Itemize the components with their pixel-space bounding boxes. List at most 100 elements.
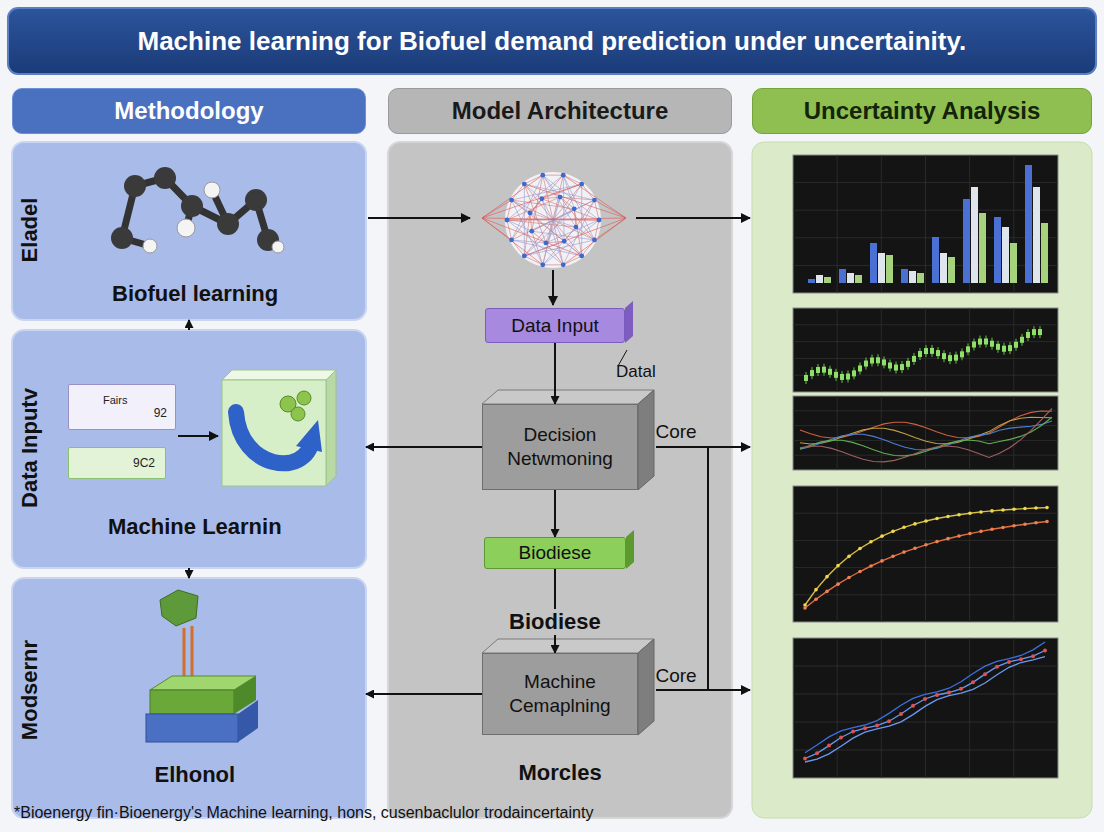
grid-line xyxy=(837,155,838,293)
grid-line xyxy=(925,486,926,622)
chart-dot xyxy=(947,690,951,694)
candle-body xyxy=(984,338,988,344)
network-node xyxy=(561,262,566,267)
column-header: Uncertainty Analysis xyxy=(752,88,1092,134)
chart-dot xyxy=(880,559,884,563)
grid-line xyxy=(881,396,882,470)
flow-arrow xyxy=(188,568,190,578)
box-label: Uncertainty Analysis xyxy=(804,97,1041,125)
chart-bar xyxy=(917,273,924,283)
grid-line xyxy=(837,308,838,392)
chart-dot xyxy=(1001,508,1005,512)
chart-dot xyxy=(935,540,939,544)
method-panel: Data InputvMachine LearninFairs929C2 xyxy=(12,330,366,568)
network-node xyxy=(579,182,584,187)
chart-dot xyxy=(803,757,807,761)
candle-body xyxy=(996,344,1000,350)
chart-bar xyxy=(1025,165,1032,283)
chart-dot xyxy=(1045,520,1049,524)
chart-bar xyxy=(1033,187,1040,283)
network-link xyxy=(532,231,543,265)
network-node xyxy=(592,198,597,203)
network-link xyxy=(563,218,626,265)
chart-dot xyxy=(1001,526,1005,530)
network-node xyxy=(509,238,514,243)
grid-line xyxy=(793,722,1058,723)
grid-line xyxy=(793,210,1058,211)
process-box: Biodiese xyxy=(484,537,626,569)
candle-body xyxy=(906,361,910,367)
flow-arrow xyxy=(366,693,482,695)
network-link xyxy=(482,218,543,265)
chart-dot xyxy=(990,528,994,532)
column-header: Methodology xyxy=(12,88,366,134)
chart-dot xyxy=(990,509,994,513)
chart-bar xyxy=(808,279,815,283)
network-node xyxy=(579,254,584,259)
chart-dot xyxy=(847,576,851,580)
chart-dot xyxy=(957,534,961,538)
box-label: Machine Cemaplning xyxy=(493,670,627,718)
network-link xyxy=(560,197,574,209)
network-link xyxy=(542,197,560,199)
chart-bar xyxy=(963,199,970,283)
candle-body xyxy=(924,348,928,354)
ethanol-icon xyxy=(146,590,258,742)
chart-dot xyxy=(1007,660,1011,664)
chart-dot xyxy=(869,540,873,544)
molecule-atoms xyxy=(111,167,284,253)
network-node xyxy=(562,239,567,244)
chart-dot xyxy=(902,526,906,530)
chart-dot xyxy=(1012,524,1016,528)
chart-line xyxy=(805,522,1047,609)
candle-body xyxy=(930,348,934,354)
network-link xyxy=(594,200,599,220)
chart-dot xyxy=(913,546,917,550)
network-link xyxy=(543,175,563,176)
chart-dot xyxy=(959,687,963,691)
box-top-face xyxy=(482,390,654,404)
flow-arrow xyxy=(366,446,482,448)
chart-line xyxy=(805,508,1047,605)
candle-body xyxy=(864,361,868,367)
chart-frame xyxy=(793,308,1058,392)
chart-dot xyxy=(957,513,961,517)
network-link xyxy=(532,209,574,231)
chart-dot xyxy=(902,550,906,554)
panel-caption: Machine Learnin xyxy=(108,514,282,540)
box-label: Data Input xyxy=(511,315,599,337)
flow-label: Core xyxy=(656,421,697,443)
network-node xyxy=(539,196,544,201)
grid-line xyxy=(793,666,1058,667)
network-node xyxy=(558,195,563,200)
grid-line xyxy=(793,375,1058,376)
chart-dot xyxy=(887,719,891,723)
caption: *Bioenergy fin·Bioenergy's Machine learn… xyxy=(14,804,593,822)
chart-dot xyxy=(863,726,867,730)
grid-line xyxy=(969,638,970,778)
chart-dot xyxy=(1019,657,1023,661)
chart-bar xyxy=(994,217,1001,283)
candle-body xyxy=(966,346,970,352)
chart-bar xyxy=(932,237,939,283)
chart-dot xyxy=(1023,507,1027,511)
chart-dot xyxy=(924,519,928,523)
chart-dot xyxy=(836,564,840,568)
architecture-panel: MorclesData InputDecision NetwmoningBiod… xyxy=(388,142,732,818)
network-node xyxy=(592,238,597,243)
candle-body xyxy=(1008,345,1012,351)
panel-ground xyxy=(12,330,366,568)
chart-bar xyxy=(816,275,823,283)
network-node xyxy=(522,182,527,187)
chart-bar xyxy=(901,269,908,283)
candle-body xyxy=(822,367,826,373)
chart-line xyxy=(800,411,1052,438)
grid-line xyxy=(793,265,1058,266)
box-label: Biodiese xyxy=(519,542,592,564)
chart-bar xyxy=(839,269,846,283)
method-panel: EladelBiofuel learning xyxy=(12,142,366,320)
network-link xyxy=(482,200,512,218)
network-link xyxy=(482,218,582,256)
chart-dot xyxy=(891,530,895,534)
panel-ground xyxy=(12,578,366,818)
